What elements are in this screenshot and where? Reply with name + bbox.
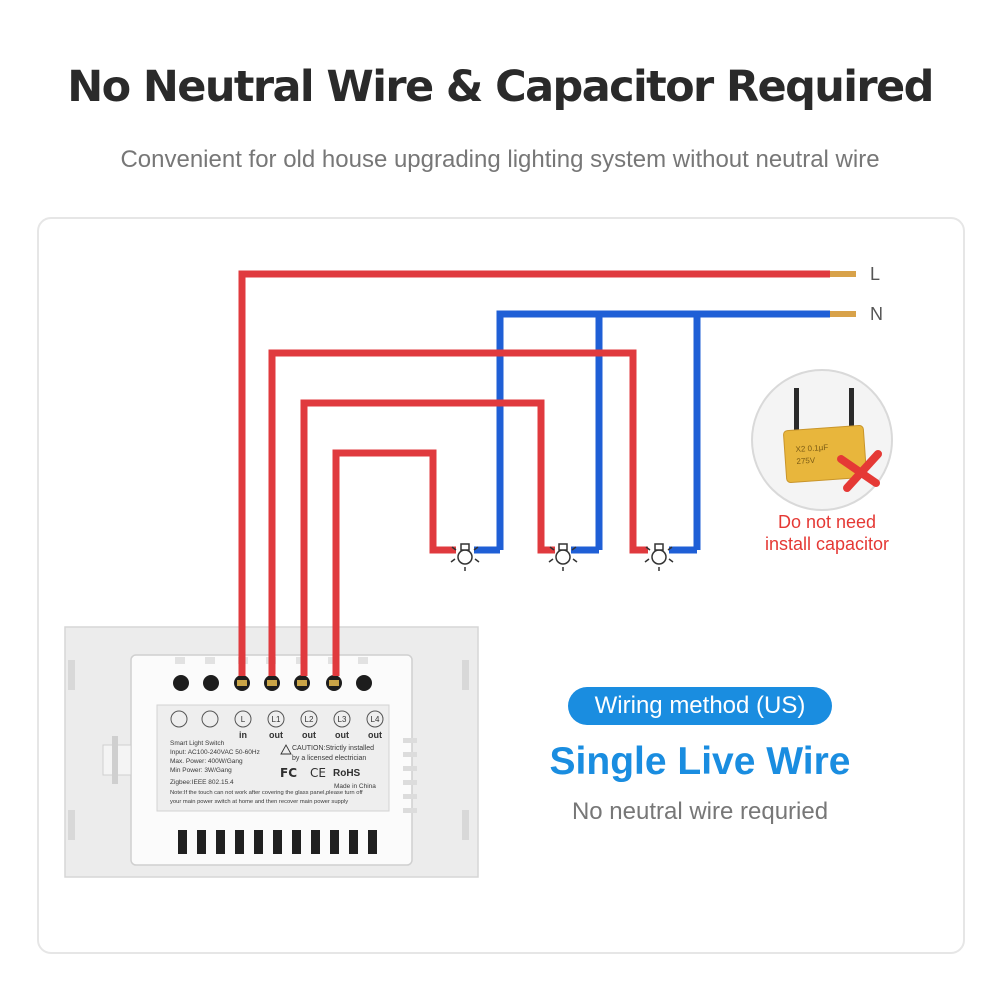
live-label: L (870, 264, 880, 284)
wires (238, 270, 856, 676)
neutral-wire-tip (830, 311, 856, 317)
label-line: Input: AC100-240VAC 50-60Hz (170, 749, 260, 756)
product-label (156, 704, 390, 812)
no-capacitor-line: Do not need (777, 512, 877, 532)
plate-slot (462, 660, 469, 690)
terminal-top-label: L3 (338, 715, 347, 724)
label-note: Note:If the touch can not work after cov… (170, 790, 363, 796)
bulb-icon (548, 543, 578, 571)
live-wires (238, 270, 830, 676)
caution-line: CAUTION:Strictly installed (292, 745, 374, 752)
label-line: Smart Light Switch (170, 740, 225, 747)
plate-slot (68, 660, 75, 690)
label-line: Zigbee:IEEE 802.15.4 (170, 779, 234, 786)
label-line: Max. Power: 400W/Gang (170, 758, 243, 765)
terminal-badge (267, 710, 285, 728)
terminal-badge (234, 710, 252, 728)
terminal-top-label: L1 (272, 715, 281, 724)
bottom-vents (178, 830, 377, 854)
live-wire-l3 (332, 449, 456, 676)
live-wire-in (238, 270, 830, 676)
no-capacitor-line: install capacitor (764, 534, 890, 554)
terminal-bottom-label: out (335, 730, 349, 740)
rohs-mark: RoHS (333, 768, 361, 779)
neutral-wire-bulb1 (496, 310, 830, 550)
terminal-top-label: L2 (305, 715, 314, 724)
side-vents (403, 738, 417, 813)
single-live-wire-headline: Single Live Wire (549, 740, 851, 783)
bulb-icon (450, 543, 480, 571)
label-note: your main power switch at home and then … (170, 799, 348, 805)
terminal-bottom-label: out (368, 730, 382, 740)
caution-block: CAUTION:Strictly installed by a licensed… (280, 744, 374, 762)
terminal-badge (366, 710, 384, 728)
wiring-method-badge: Wiring method (US) (568, 687, 832, 725)
bulbs (450, 543, 674, 571)
bulb-icon (644, 543, 674, 571)
fc-mark-icon: FC (280, 766, 297, 780)
no-capacitor-note: Do not need install capacitor (752, 511, 902, 555)
plate-slot (462, 810, 469, 840)
terminal-bottom-label: out (269, 730, 283, 740)
capacitor-lead (849, 388, 854, 438)
terminal-badge (170, 710, 188, 728)
capacitor-icon (783, 425, 867, 483)
terminal-screw (203, 675, 219, 691)
capacitor-marking: X2 0.1µF (795, 443, 828, 454)
terminal-screws (173, 675, 372, 691)
neutral-label: N (870, 304, 883, 324)
label-line: Min Power: 3W/Gang (170, 767, 232, 774)
capacitor-lead (794, 388, 799, 438)
capacitor-marking: 275V (796, 456, 816, 466)
plate-slot (68, 810, 75, 840)
side-tab-edge (112, 736, 118, 784)
live-wire-tip (830, 271, 856, 277)
terminal-badge (201, 710, 219, 728)
terminal-top-label: L (241, 715, 246, 724)
caution-line: by a licensed electrician (292, 755, 366, 762)
terminal-bottom-label: out (302, 730, 316, 740)
cross-mark-icon (837, 450, 882, 492)
live-wire-l1 (268, 349, 648, 676)
ce-mark-icon: CE (310, 766, 326, 780)
live-wire-l2 (300, 399, 555, 676)
page-subtitle: Convenient for old house upgrading light… (120, 146, 880, 173)
smart-switch: L L1 L2 L3 L4 in out out out out Smart L… (64, 626, 479, 878)
terminal-badge (300, 710, 318, 728)
terminal-screw (173, 675, 189, 691)
terminal-bottom-label: in (239, 730, 247, 740)
terminal-badge (333, 710, 351, 728)
terminal-badges (170, 710, 384, 728)
made-in-label: Made in China (334, 783, 376, 790)
warning-icon (280, 744, 292, 755)
no-neutral-subline: No neutral wire requried (571, 798, 829, 825)
terminal-top-label: L4 (371, 715, 380, 724)
terminal-screw (356, 675, 372, 691)
capacitor-callout: X2 0.1µF 275V (751, 369, 893, 511)
page-title: No Neutral Wire & Capacitor Required (67, 62, 934, 112)
